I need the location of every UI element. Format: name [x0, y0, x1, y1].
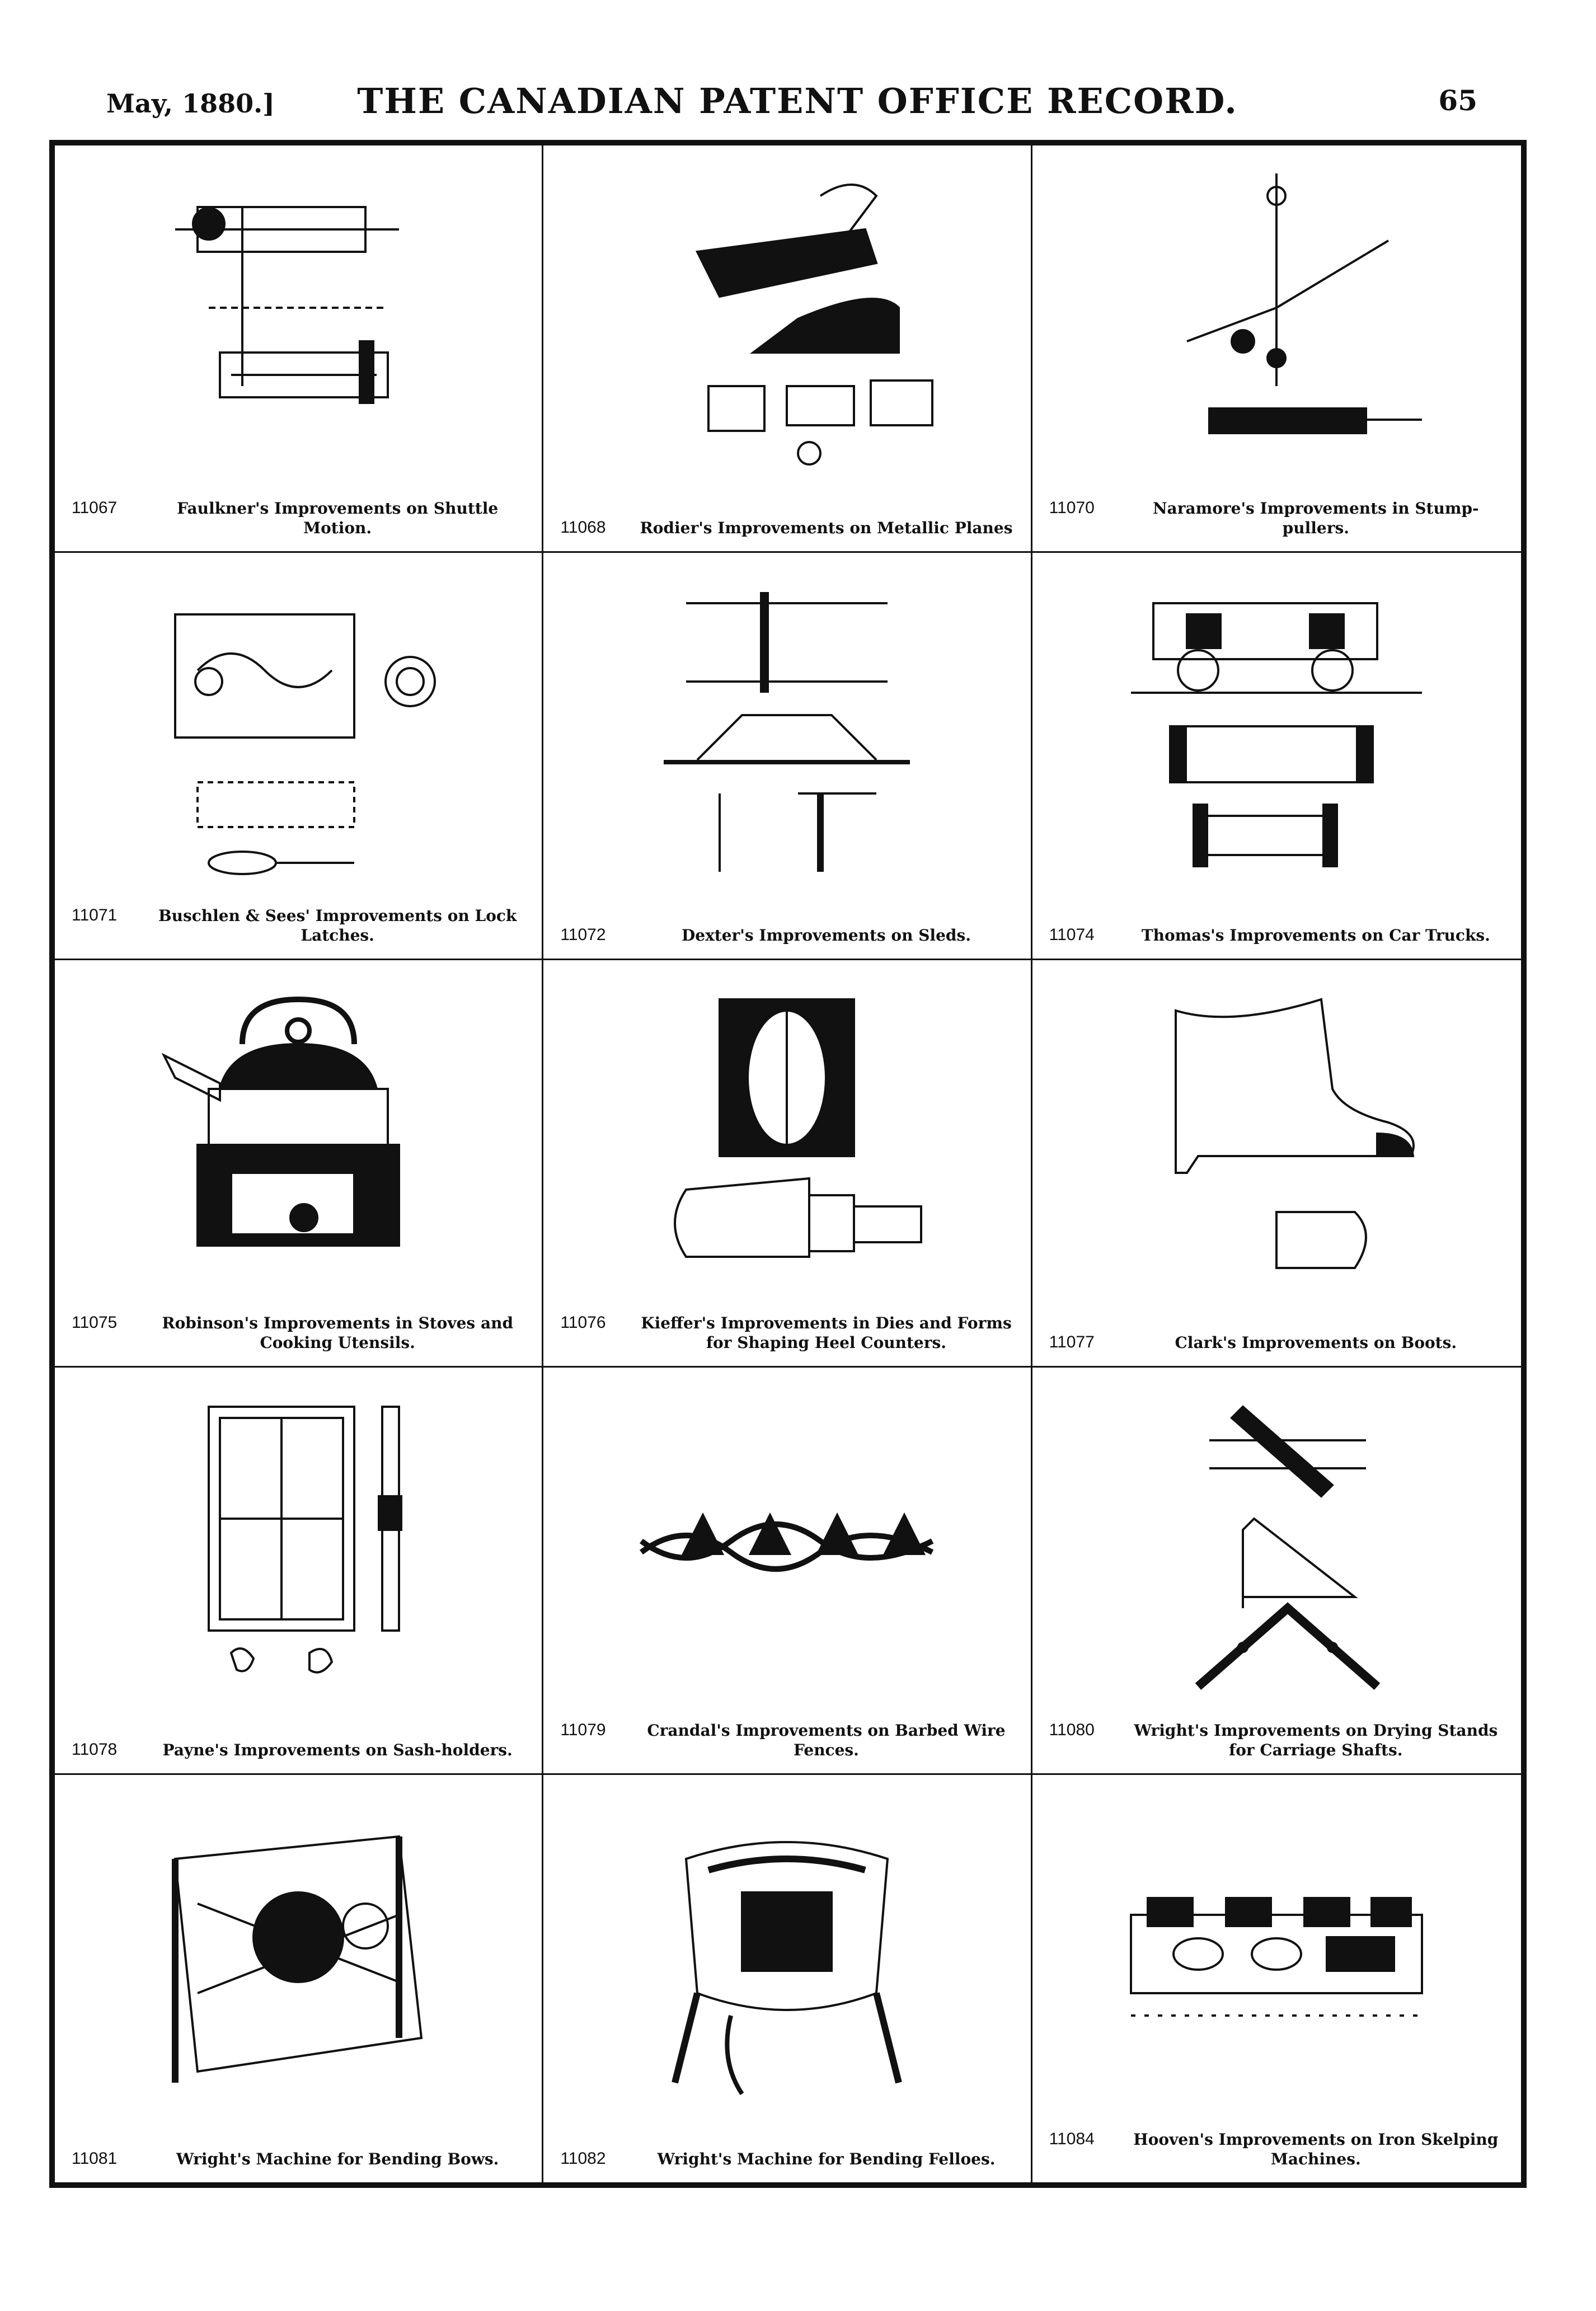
- patent-cell: 11078 Payne's Improvements on Sash-holde…: [55, 1368, 544, 1775]
- patent-title: Rodier's Improvements on Metallic Planes: [640, 519, 1013, 537]
- patent-title: Buschlen & Sees' Improvements on Lock La…: [158, 906, 517, 945]
- patent-number: 11079: [560, 1721, 606, 1739]
- patent-cell: 11082 Wright's Machine for Bending Fello…: [543, 1775, 1032, 2182]
- patent-cell: 11077 Clark's Improvements on Boots.: [1032, 960, 1521, 1368]
- stove-kettle-drawing-icon: [125, 977, 472, 1290]
- sled-drawing-icon: [613, 570, 960, 883]
- patent-cell: 11075 Robinson's Improvements in Stoves …: [55, 960, 544, 1368]
- car-truck-drawing-icon: [1103, 570, 1450, 883]
- patent-caption: 11077 Clark's Improvements on Boots.: [1049, 1333, 1504, 1352]
- patent-number: 11076: [560, 1313, 606, 1332]
- patent-number: 11074: [1049, 926, 1095, 944]
- patent-number: 11077: [1049, 1333, 1095, 1351]
- patent-title: Wright's Machine for Bending Bows.: [176, 2150, 499, 2168]
- patent-caption: 11078 Payne's Improvements on Sash-holde…: [72, 1740, 525, 1760]
- patent-number: 11071: [72, 906, 118, 924]
- patent-grid: 11067 Faulkner's Improvements on Shuttle…: [49, 140, 1527, 2188]
- patent-title: Thomas's Improvements on Car Trucks.: [1141, 926, 1490, 945]
- patent-number: 11078: [72, 1740, 118, 1759]
- page-number: 65: [1438, 84, 1477, 117]
- patent-cell: 11074 Thomas's Improvements on Car Truck…: [1032, 553, 1521, 960]
- publication-title: THE CANADIAN PATENT OFFICE RECORD.: [357, 81, 1238, 121]
- metallic-plane-drawing-icon: [613, 162, 960, 476]
- patent-cell: 11080 Wright's Improvements on Drying St…: [1032, 1368, 1521, 1775]
- bow-bending-machine-drawing-icon: [125, 1792, 472, 2105]
- patent-caption: 11080 Wright's Improvements on Drying St…: [1049, 1721, 1504, 1760]
- patent-number: 11080: [1049, 1721, 1095, 1739]
- heel-counter-die-drawing-icon: [613, 977, 960, 1290]
- drying-stand-drawing-icon: [1103, 1384, 1450, 1698]
- patent-cell: 11079 Crandal's Improvements on Barbed W…: [543, 1368, 1032, 1775]
- patent-number: 11075: [72, 1313, 118, 1332]
- barbed-wire-drawing-icon: [613, 1384, 960, 1698]
- patent-title: Hooven's Improvements on Iron Skelping M…: [1133, 2130, 1499, 2168]
- patent-caption: 11068 Rodier's Improvements on Metallic …: [560, 518, 1013, 538]
- patent-cell: 11081 Wright's Machine for Bending Bows.: [55, 1775, 544, 2182]
- patent-title: Dexter's Improvements on Sleds.: [682, 926, 971, 945]
- patent-caption: 11071 Buschlen & Sees' Improvements on L…: [72, 906, 525, 945]
- patent-cell: 11076 Kieffer's Improvements in Dies and…: [543, 960, 1032, 1368]
- patent-caption: 11082 Wright's Machine for Bending Fello…: [560, 2149, 1013, 2169]
- patent-caption: 11072 Dexter's Improvements on Sleds.: [560, 926, 1013, 945]
- patent-caption: 11084 Hooven's Improvements on Iron Skel…: [1049, 2130, 1504, 2169]
- patent-title: Naramore's Improvements in Stump-pullers…: [1152, 499, 1479, 537]
- patent-title: Faulkner's Improvements on Shuttle Motio…: [177, 499, 499, 537]
- patent-caption: 11076 Kieffer's Improvements in Dies and…: [560, 1313, 1013, 1352]
- felloe-bending-machine-drawing-icon: [613, 1792, 960, 2105]
- patent-caption: 11075 Robinson's Improvements in Stoves …: [72, 1313, 525, 1352]
- sash-holder-drawing-icon: [125, 1384, 472, 1698]
- patent-number: 11084: [1049, 2130, 1095, 2148]
- patent-cell: 11070 Naramore's Improvements in Stump-p…: [1032, 145, 1521, 553]
- patent-title: Clark's Improvements on Boots.: [1175, 1333, 1457, 1352]
- patent-number: 11081: [72, 2149, 118, 2168]
- patent-number: 11067: [72, 499, 118, 517]
- patent-title: Kieffer's Improvements in Dies and Forms…: [641, 1314, 1012, 1352]
- patent-cell: 11072 Dexter's Improvements on Sleds.: [543, 553, 1032, 960]
- lock-latch-drawing-icon: [125, 570, 472, 883]
- patent-cell: 11067 Faulkner's Improvements on Shuttle…: [55, 145, 544, 553]
- skelping-machine-drawing-icon: [1103, 1792, 1450, 2105]
- patent-title: Robinson's Improvements in Stoves and Co…: [162, 1314, 514, 1352]
- patent-number: 11072: [560, 926, 606, 944]
- issue-date: May, 1880.]: [106, 88, 275, 119]
- patent-title: Crandal's Improvements on Barbed Wire Fe…: [647, 1721, 1006, 1759]
- patent-caption: 11070 Naramore's Improvements in Stump-p…: [1049, 499, 1504, 538]
- shuttle-motion-drawing-icon: [125, 162, 472, 476]
- patent-number: 11068: [560, 518, 606, 537]
- patent-cell: 11068 Rodier's Improvements on Metallic …: [543, 145, 1032, 553]
- patent-title: Wright's Improvements on Drying Stands f…: [1134, 1721, 1498, 1759]
- patent-caption: 11074 Thomas's Improvements on Car Truck…: [1049, 926, 1504, 945]
- patent-caption: 11081 Wright's Machine for Bending Bows.: [72, 2149, 525, 2169]
- patent-cell: 11071 Buschlen & Sees' Improvements on L…: [55, 553, 544, 960]
- patent-number: 11070: [1049, 499, 1095, 517]
- page-header: May, 1880.] THE CANADIAN PATENT OFFICE R…: [106, 78, 1489, 140]
- patent-title: Payne's Improvements on Sash-holders.: [162, 1741, 513, 1759]
- patent-title: Wright's Machine for Bending Felloes.: [657, 2150, 996, 2168]
- patent-number: 11082: [560, 2149, 606, 2168]
- stump-puller-drawing-icon: [1103, 162, 1450, 476]
- boot-drawing-icon: [1103, 977, 1450, 1290]
- patent-caption: 11079 Crandal's Improvements on Barbed W…: [560, 1721, 1013, 1760]
- patent-caption: 11067 Faulkner's Improvements on Shuttle…: [72, 499, 525, 538]
- patent-cell: 11084 Hooven's Improvements on Iron Skel…: [1032, 1775, 1521, 2182]
